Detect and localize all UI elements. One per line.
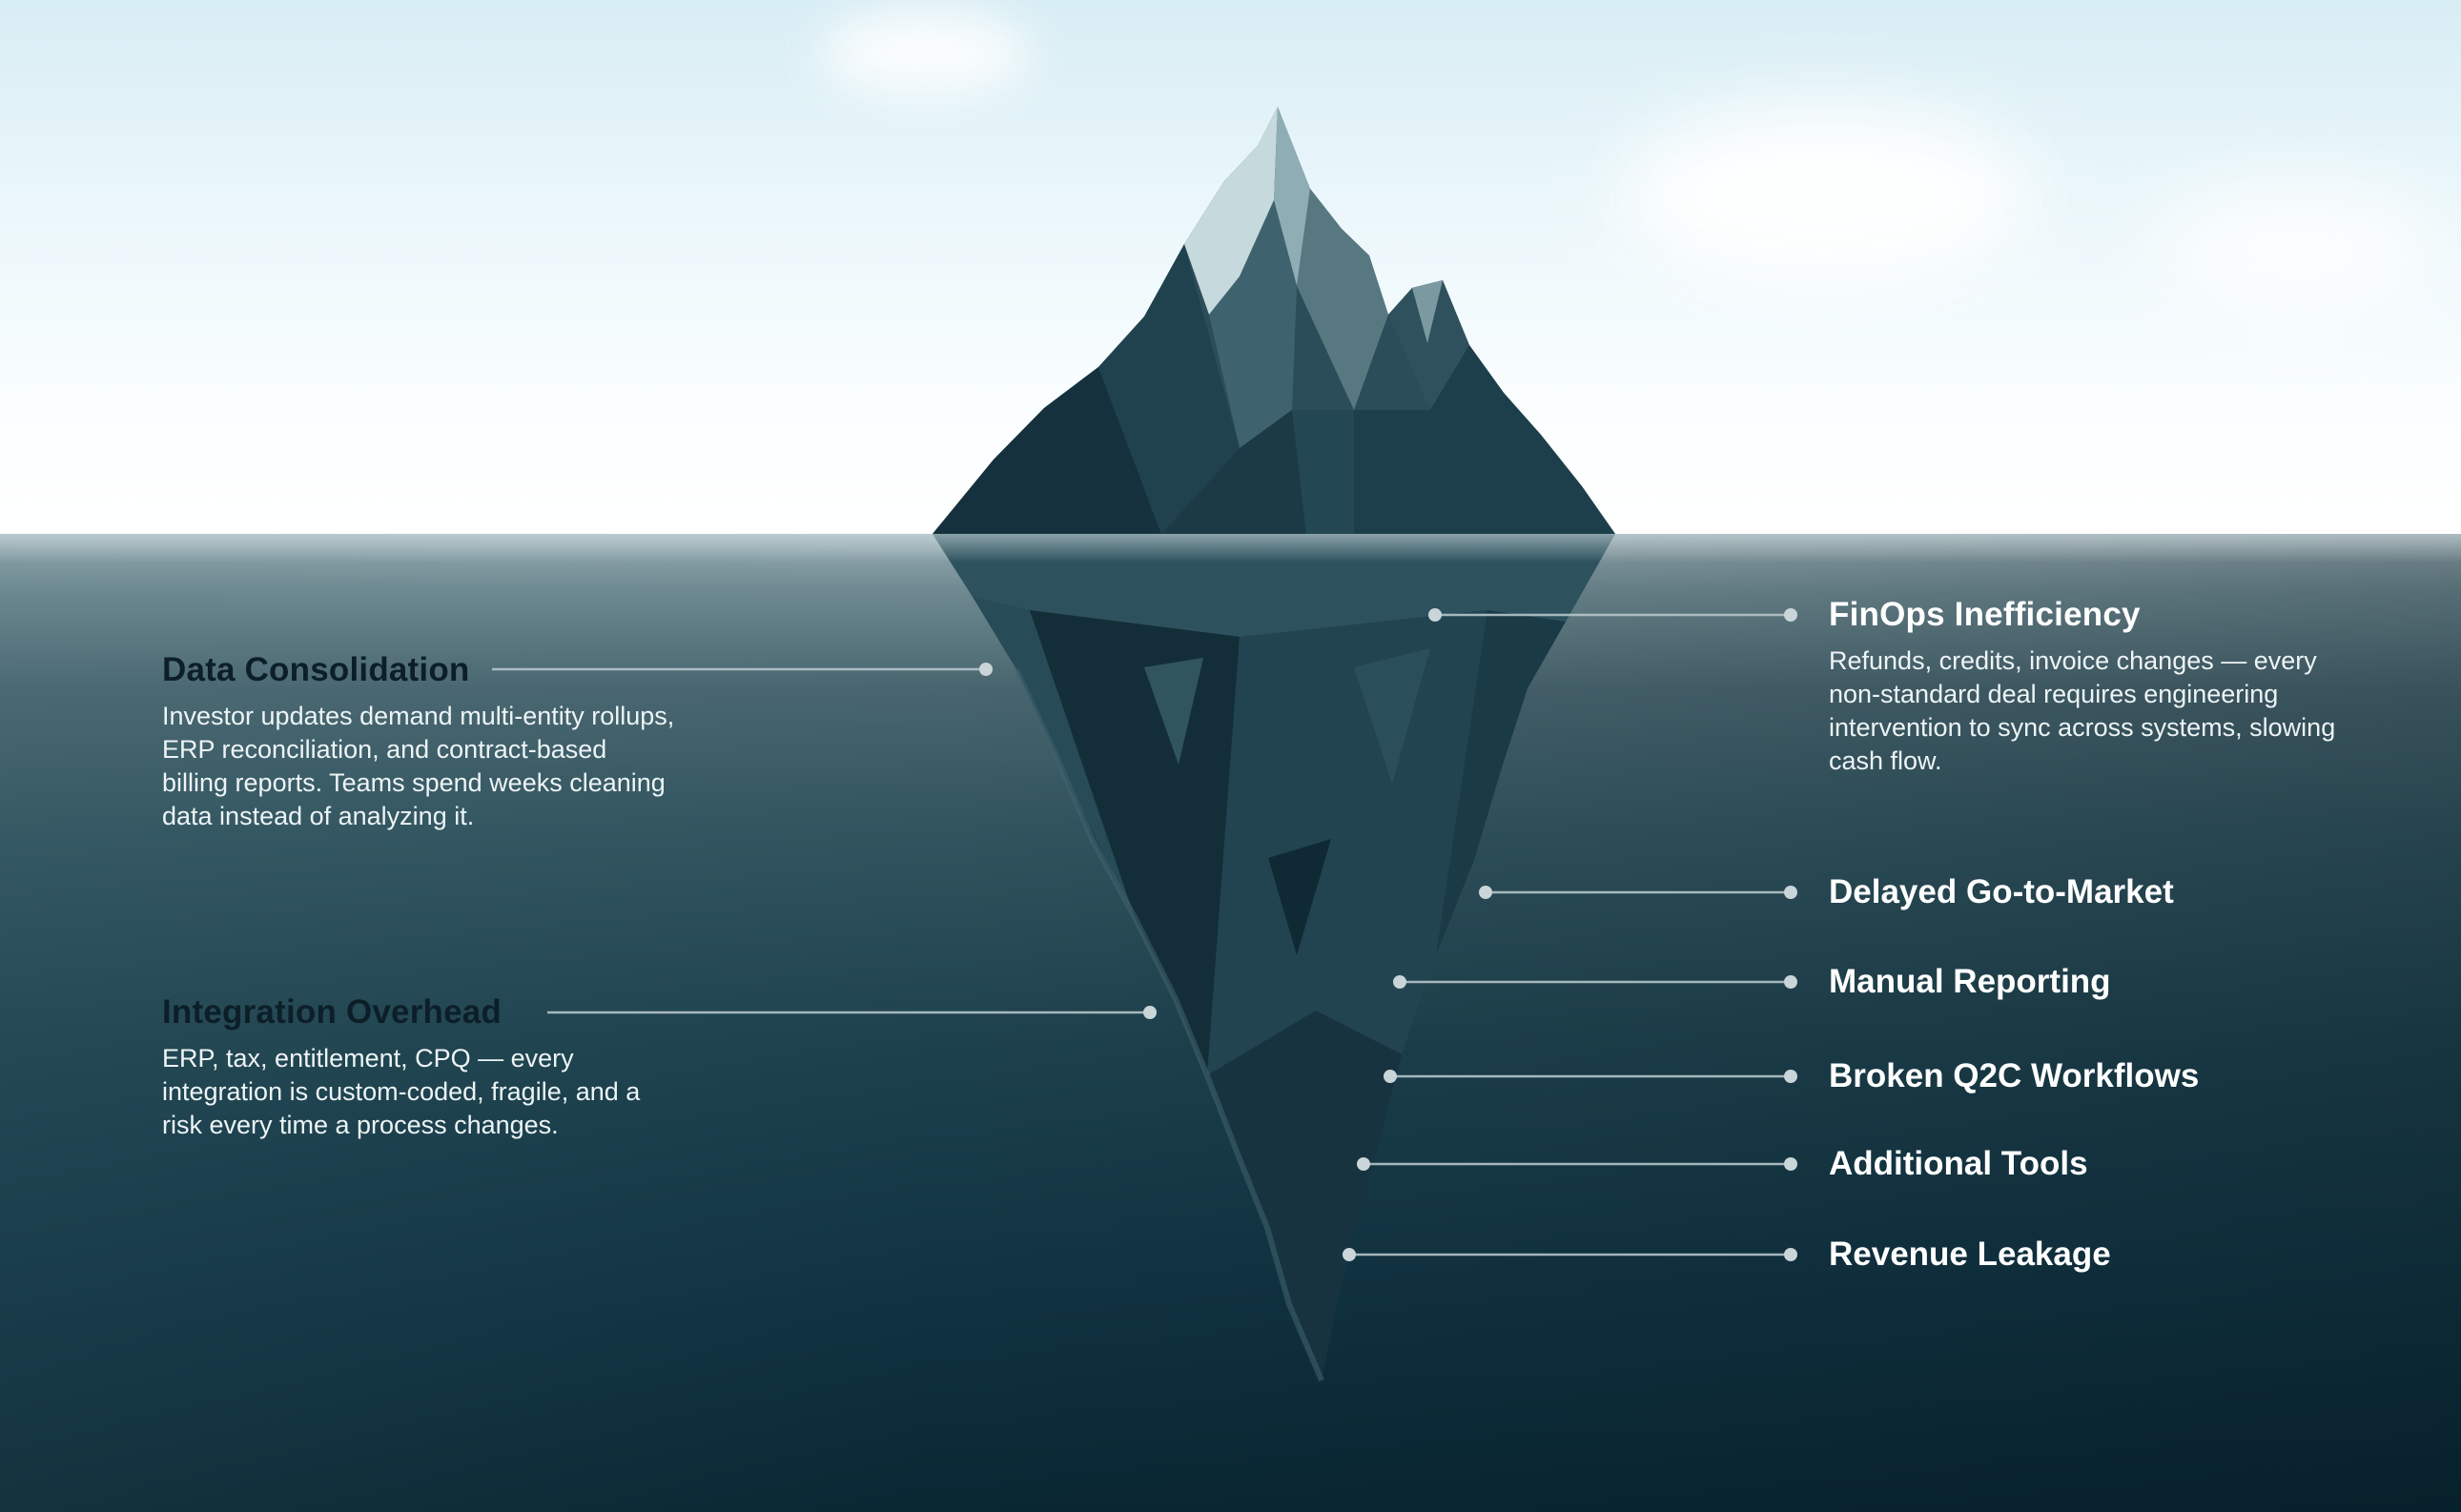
- label-title: Manual Reporting: [1829, 963, 2111, 1000]
- label-title: Broken Q2C Workflows: [1829, 1057, 2200, 1094]
- cloud: [2155, 181, 2441, 315]
- label-integration-overhead: Integration Overhead ERP, tax, entitleme…: [162, 992, 648, 1142]
- label-title: Additional Tools: [1829, 1145, 2088, 1182]
- label-title: Integration Overhead: [162, 993, 502, 1031]
- label-title: Delayed Go-to-Market: [1829, 873, 2174, 910]
- connector-dot: [1784, 975, 1797, 989]
- connector-dots: [979, 608, 1797, 1261]
- label-title: FinOps Inefficiency: [1829, 596, 2141, 633]
- connector-dot: [1784, 1248, 1797, 1261]
- connector-dot: [1784, 1070, 1797, 1083]
- cloud: [1621, 105, 2031, 286]
- iceberg-above-water: [933, 107, 1615, 534]
- connector-dot: [1784, 608, 1797, 622]
- label-description: Refunds, credits, invoice changes — ever…: [1829, 646, 2336, 775]
- connector-dot: [1428, 608, 1442, 622]
- label-data-consolidation: Data Consolidation Investor updates dema…: [162, 650, 677, 833]
- waterline: [0, 534, 2461, 562]
- connector-dot: [1479, 886, 1492, 899]
- connector-dot: [1784, 1157, 1797, 1171]
- label-finops-inefficiency: FinOps Inefficiency Refunds, credits, in…: [1829, 595, 2363, 778]
- cloud: [820, 10, 1030, 95]
- label-broken-q2c-workflows: Broken Q2C Workflows: [1829, 1056, 2199, 1096]
- connector-dot: [1393, 975, 1406, 989]
- connector-dot: [979, 663, 993, 676]
- connector-dot: [1784, 886, 1797, 899]
- connector-dot: [1143, 1006, 1157, 1019]
- label-revenue-leakage: Revenue Leakage: [1829, 1235, 2111, 1275]
- label-title: Data Consolidation: [162, 651, 470, 688]
- label-description: ERP, tax, entitlement, CPQ — every integ…: [162, 1044, 641, 1139]
- label-additional-tools: Additional Tools: [1829, 1144, 2088, 1184]
- connector-dot: [1384, 1070, 1397, 1083]
- connector-dot: [1343, 1248, 1356, 1261]
- iceberg-below-water: [933, 534, 1615, 1382]
- label-delayed-go-to-market: Delayed Go-to-Market: [1829, 872, 2174, 912]
- connector-dot: [1357, 1157, 1370, 1171]
- label-manual-reporting: Manual Reporting: [1829, 962, 2111, 1002]
- label-description: Investor updates demand multi-entity rol…: [162, 702, 675, 830]
- leader-lines: [492, 613, 1791, 1257]
- label-title: Revenue Leakage: [1829, 1236, 2111, 1273]
